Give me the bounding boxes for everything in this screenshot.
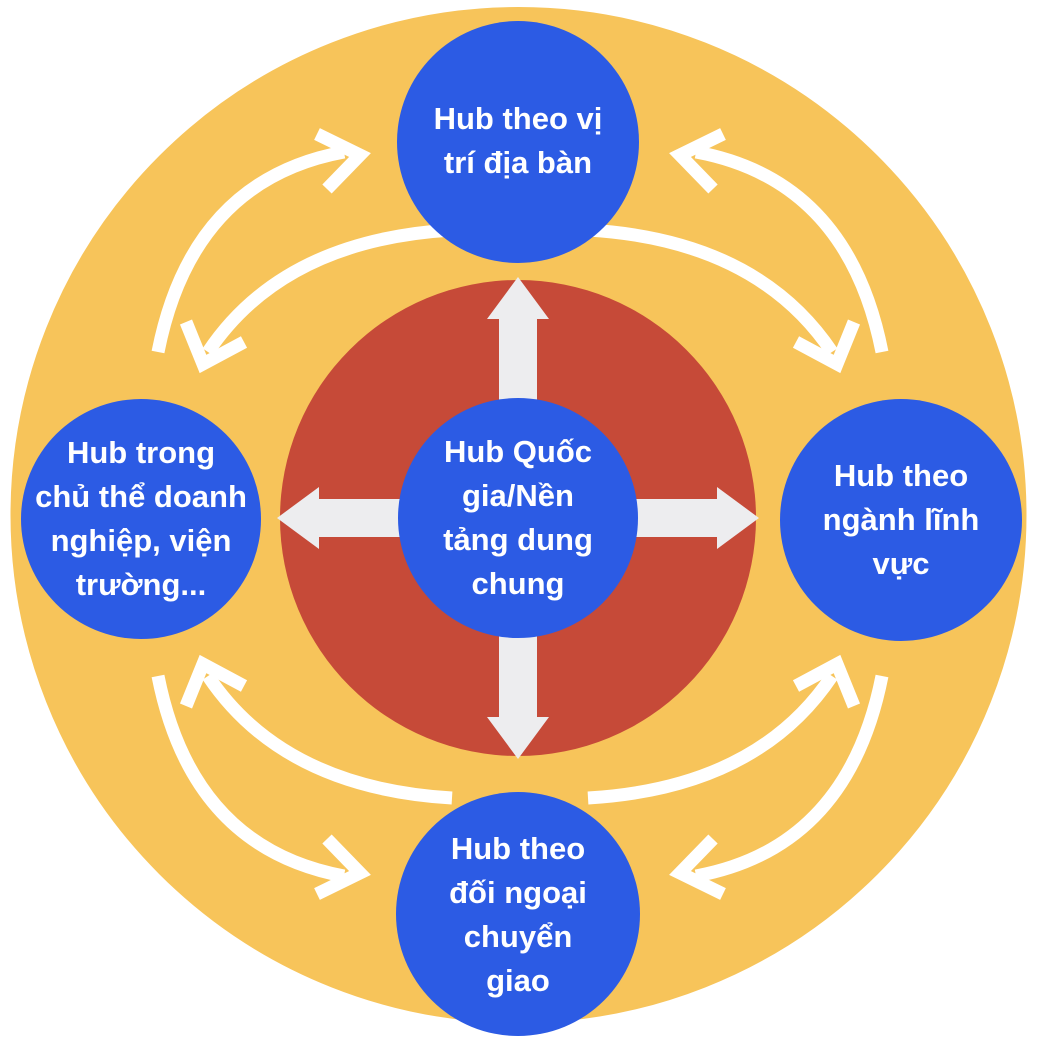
node-circle-left bbox=[21, 399, 261, 639]
node-circle-bottom bbox=[396, 792, 640, 1036]
cycle-arrows-top-left-icon bbox=[151, 128, 453, 374]
node-circle-center bbox=[398, 398, 638, 638]
node-circle-top bbox=[397, 21, 639, 263]
node-circle-right bbox=[780, 399, 1022, 641]
